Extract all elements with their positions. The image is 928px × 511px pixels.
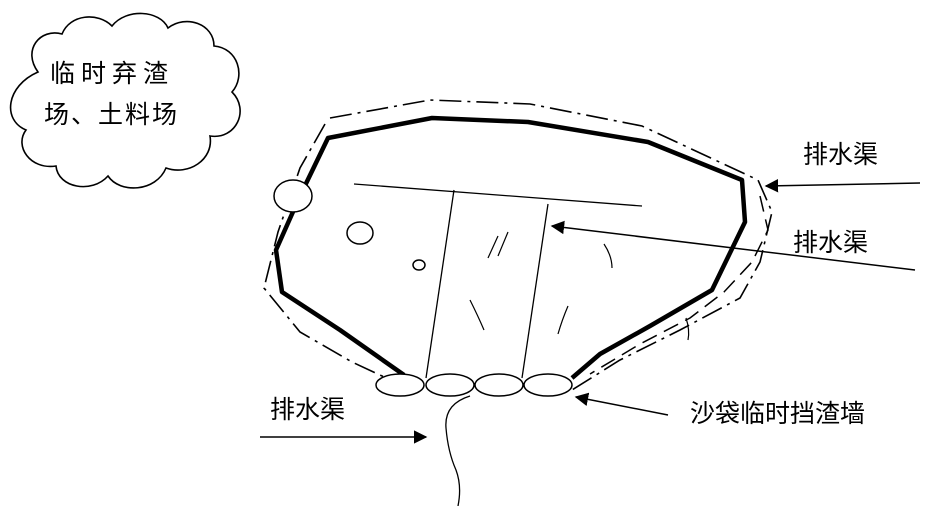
arrow-sandbag-wall: [574, 392, 669, 416]
slope-mark: [487, 235, 499, 259]
sandbag-wall: [375, 373, 573, 397]
sandbag: [425, 373, 475, 397]
cloud-callout: 临时弃渣 场、土料场: [9, 12, 241, 189]
slope-mark: [557, 305, 569, 335]
slope-mark: [685, 317, 690, 341]
slope-mark: [469, 299, 485, 331]
sandbag: [375, 373, 425, 397]
ridge-line: [353, 183, 643, 207]
slope-marks: [469, 231, 690, 341]
spoil-area-boundary: [273, 115, 748, 380]
cloud-text-line1: 临时弃渣: [50, 59, 174, 88]
sandbag: [523, 373, 573, 397]
outflow-stream: [445, 395, 471, 507]
channel-line-right: [521, 203, 549, 379]
drain-boundary-inner: [589, 195, 769, 375]
sandbag: [474, 373, 524, 397]
label-drain-middle: 排水渠: [793, 228, 868, 257]
slope-mark: [497, 231, 509, 257]
cloud-shape: [9, 12, 241, 189]
label-drain-top-right: 排水渠: [803, 140, 878, 169]
pond-circle-small: [412, 259, 426, 271]
pond-circle-large: [346, 221, 374, 245]
cloud-text-line2: 场、土料场: [44, 100, 179, 129]
label-sandbag-wall: 沙袋临时挡渣墙: [690, 399, 865, 428]
label-drain-bottom-left: 排水渠: [270, 395, 345, 424]
slope-mark: [603, 243, 613, 269]
channel-line-left: [425, 189, 455, 379]
arrow-drain-middle: [550, 220, 916, 271]
arrow-drain-top-right: [764, 179, 921, 193]
pond-circle-left-edge: [273, 179, 313, 213]
drain-boundary-outer: [263, 99, 773, 391]
internal-lines: [353, 183, 643, 379]
